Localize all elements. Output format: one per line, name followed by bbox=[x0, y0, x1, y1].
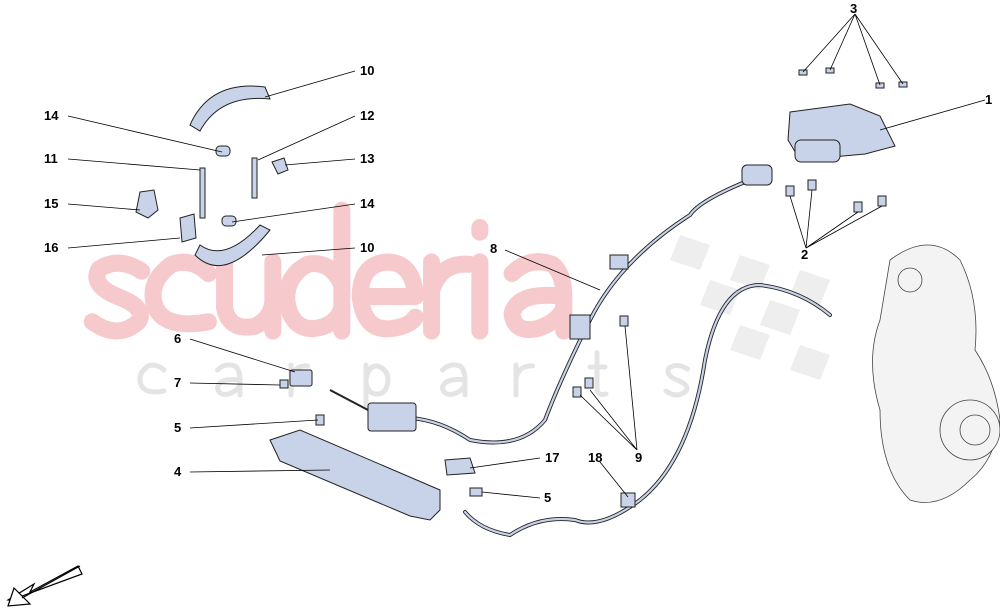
callout-8: 8 bbox=[490, 241, 497, 256]
watermark-carparts bbox=[137, 350, 690, 410]
fastener-9c bbox=[572, 386, 582, 398]
watermark-glyph bbox=[423, 253, 478, 340]
watermark bbox=[83, 201, 830, 410]
spring-12 bbox=[251, 157, 258, 199]
spring-11 bbox=[199, 167, 206, 219]
watermark-glyph bbox=[513, 362, 535, 398]
callout-10-lower: 10 bbox=[360, 240, 374, 255]
callout-9: 9 bbox=[635, 450, 642, 465]
actuator-motor bbox=[794, 139, 841, 163]
callout-labels: 3 1 10 14 12 11 13 15 14 16 10 8 2 6 7 5… bbox=[44, 1, 992, 505]
cable-8 bbox=[408, 178, 752, 445]
callout-13: 13 bbox=[360, 151, 374, 166]
cable-equaliser bbox=[367, 402, 417, 432]
callout-1: 1 bbox=[985, 92, 992, 107]
brake-shoe-upper bbox=[189, 85, 271, 132]
watermark-glyph bbox=[503, 253, 573, 340]
callout-14-lower: 14 bbox=[360, 196, 375, 211]
adjuster-13 bbox=[271, 157, 289, 175]
bracket-rail-4 bbox=[269, 429, 441, 521]
callout-7: 7 bbox=[174, 375, 181, 390]
hub-center bbox=[959, 414, 991, 446]
callout-4: 4 bbox=[174, 464, 182, 479]
parts bbox=[135, 67, 1000, 538]
callout-12: 12 bbox=[360, 108, 374, 123]
callout-5-upper: 5 bbox=[174, 420, 181, 435]
callout-6: 6 bbox=[174, 331, 181, 346]
callout-5-lower: 5 bbox=[544, 490, 551, 505]
cable-8-bracket bbox=[569, 314, 591, 340]
wheel-hub-knuckle bbox=[872, 244, 1000, 503]
watermark-glyph bbox=[83, 254, 151, 340]
callout-3: 3 bbox=[850, 1, 857, 16]
callout-18: 18 bbox=[588, 450, 602, 465]
bolt-5-lower bbox=[469, 487, 483, 497]
watermark-glyph bbox=[351, 253, 424, 338]
checkered-flag-watermark bbox=[670, 235, 830, 380]
callout-11: 11 bbox=[44, 151, 58, 166]
bracket-16 bbox=[179, 213, 197, 243]
arrow-down-left-icon bbox=[6, 565, 83, 607]
leader-lines bbox=[67, 13, 986, 499]
clips-3 bbox=[798, 67, 908, 89]
clip-6 bbox=[289, 369, 313, 387]
fastener-9a bbox=[619, 315, 629, 327]
brake-shoe-lower bbox=[194, 224, 271, 267]
grommets-2 bbox=[785, 179, 887, 213]
watermark-glyph bbox=[440, 362, 468, 398]
watermark-glyph bbox=[663, 363, 690, 398]
callout-10-upper: 10 bbox=[360, 63, 374, 78]
cable-18-clip bbox=[620, 492, 636, 508]
pad-17 bbox=[444, 457, 476, 476]
watermark-glyph bbox=[363, 362, 391, 410]
spring-14-lower bbox=[221, 215, 237, 227]
watermark-glyph bbox=[144, 253, 217, 333]
lever-15 bbox=[135, 189, 159, 219]
watermark-glyph bbox=[587, 350, 609, 397]
nut-7 bbox=[279, 379, 289, 389]
callout-2: 2 bbox=[801, 247, 808, 262]
watermark-glyph bbox=[216, 253, 282, 340]
equaliser-rod bbox=[329, 389, 369, 411]
watermark-scuderia bbox=[83, 201, 573, 340]
callout-14-upper: 14 bbox=[44, 108, 59, 123]
callout-16: 16 bbox=[44, 240, 58, 255]
cable-8-clip bbox=[609, 254, 629, 270]
knuckle-eye bbox=[897, 267, 923, 293]
callout-15: 15 bbox=[44, 196, 58, 211]
watermark-glyph bbox=[278, 201, 351, 340]
watermark-glyph bbox=[137, 362, 167, 395]
callout-17: 17 bbox=[545, 450, 559, 465]
fastener-9b bbox=[584, 377, 594, 389]
cable-8-grommet bbox=[741, 164, 773, 186]
watermark-glyph bbox=[215, 362, 243, 398]
